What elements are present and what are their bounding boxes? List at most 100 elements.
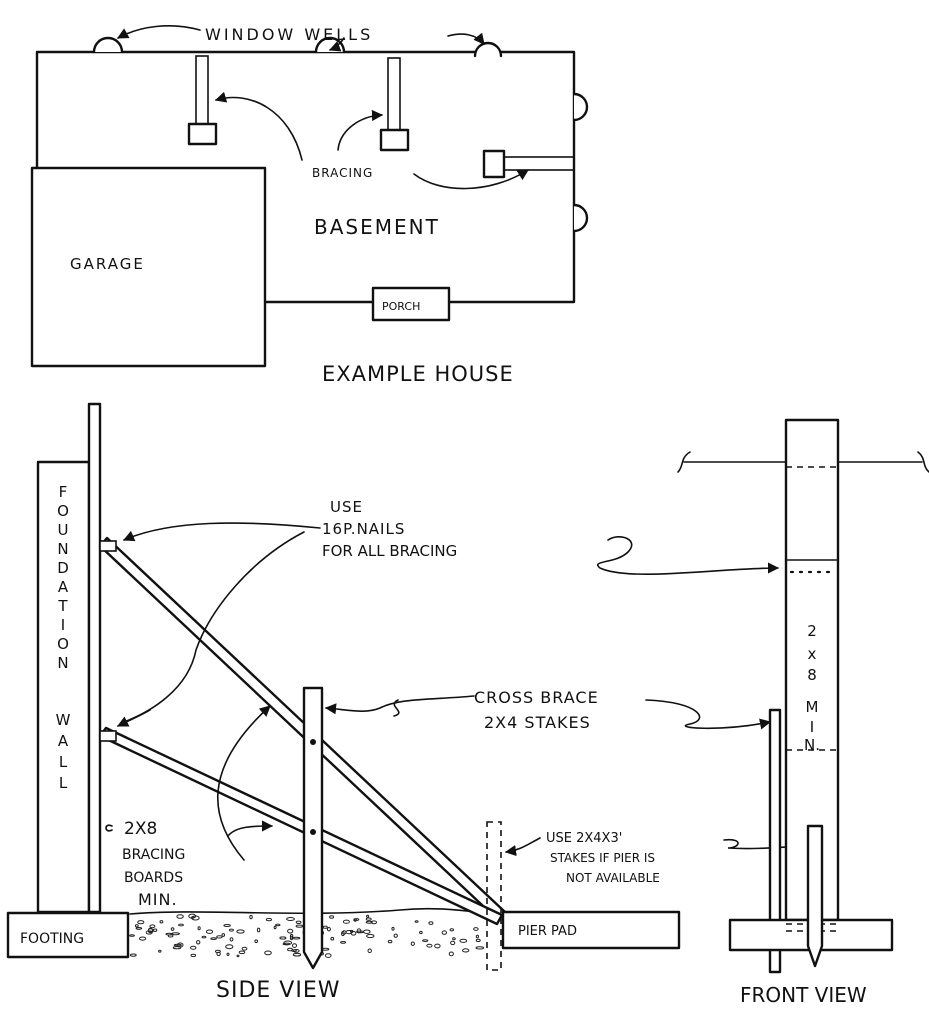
window-well-4	[572, 92, 589, 122]
post-letter: 2	[807, 622, 817, 640]
ground-speck	[265, 918, 272, 922]
ground-speck	[216, 935, 223, 939]
bracing-3	[482, 149, 575, 179]
ground-speck	[254, 939, 259, 944]
ground-speck	[286, 917, 295, 921]
cross-brace-stake	[302, 686, 324, 970]
ground-speck	[452, 937, 456, 941]
wall-letter: I	[61, 616, 65, 634]
ground-speck	[326, 927, 331, 932]
ground-speck	[449, 928, 454, 932]
ground-speck	[197, 926, 201, 931]
ground-speck	[459, 938, 468, 943]
ground-speck	[221, 933, 226, 937]
ground-speck	[428, 921, 434, 925]
ground-speck	[178, 923, 184, 927]
ground-speck	[363, 929, 371, 934]
bracing-1	[187, 55, 218, 146]
ground-speck	[229, 937, 234, 942]
ground-speck	[223, 924, 231, 927]
ground-speck	[236, 929, 245, 934]
ground-speck	[134, 924, 139, 928]
bracing-boards-squiggle	[105, 824, 113, 832]
ground-texture	[129, 907, 501, 958]
foundation-wall	[36, 460, 91, 914]
ground-speck	[249, 914, 253, 920]
wall-letter: L	[59, 774, 68, 792]
nails-note-line-1: USE	[330, 498, 363, 516]
wall-letter: A	[58, 732, 69, 750]
ground-speck	[419, 930, 423, 935]
wall-letter: W	[56, 711, 71, 729]
ground-speck	[475, 934, 479, 939]
stakes-note-line-2: STAKES IF PIER IS	[550, 851, 655, 865]
stakes-arrow-left	[504, 837, 541, 857]
post-letter: I	[810, 718, 814, 736]
nails-note-squiggle	[393, 699, 400, 717]
wall-letter: T	[57, 597, 68, 615]
wall-letter: A	[58, 578, 69, 596]
ground-speck	[241, 946, 248, 951]
front-cross-brace-stake	[768, 708, 782, 974]
ground-speck	[448, 951, 454, 957]
post-letter: N.	[804, 736, 820, 754]
ground-speck	[365, 920, 373, 924]
nails-note-line-2: 16P.NAILS	[322, 520, 405, 538]
ground-speck	[190, 945, 197, 950]
ground-speck	[226, 952, 230, 956]
pier-pad	[501, 910, 681, 950]
ground-speck	[441, 930, 447, 935]
ground-speck	[205, 929, 214, 934]
stake-nail-lower	[310, 829, 316, 835]
ground-speck	[450, 940, 456, 946]
ground-speck	[353, 918, 357, 922]
ground-speck	[341, 931, 345, 937]
nails-arrow-lower-tip	[116, 709, 151, 727]
basement-label: BASEMENT	[314, 215, 440, 239]
wall-vertical-board	[87, 402, 102, 914]
cross-brace-note-line-1: CROSS BRACE	[474, 688, 599, 707]
cross-brace-arrow-right	[645, 699, 772, 730]
ground-speck	[159, 920, 164, 924]
footing	[6, 911, 130, 959]
ground-speck	[366, 914, 370, 918]
wall-letter: L	[59, 753, 68, 771]
ground-speck	[324, 953, 332, 958]
ground-speck	[256, 927, 261, 933]
ground-speck	[190, 953, 197, 958]
ground-speck	[393, 933, 398, 938]
wall-letter: O	[57, 635, 69, 653]
ground-line	[129, 907, 501, 915]
bracing-label: BRACING	[312, 166, 373, 180]
ground-speck	[176, 914, 184, 919]
ground-speck	[165, 932, 173, 936]
ground-speck	[176, 942, 184, 948]
bracing-boards-note-line-1: 2X8	[124, 819, 157, 839]
ground-speck	[414, 920, 419, 923]
ground-speck	[462, 948, 470, 953]
ground-speck	[139, 936, 147, 941]
ground-speck	[475, 946, 485, 950]
bracing-boards-note-line-4: MIN.	[138, 890, 178, 909]
ground-speck	[295, 924, 304, 928]
ground-speck	[330, 936, 335, 941]
post-letter: x	[808, 645, 817, 663]
house-plan: WINDOW WELLS BRACING BASEMENT GARAGE POR…	[30, 25, 589, 386]
ground-speck	[129, 934, 135, 937]
nails-arrow-front	[597, 536, 780, 575]
ground-speck	[410, 941, 415, 946]
front-view-caption: FRONT VIEW	[740, 983, 867, 1007]
ground-speck	[293, 949, 300, 953]
ground-speck	[426, 943, 433, 948]
ground-speck	[170, 927, 175, 931]
bracing-arrow-right	[413, 169, 529, 190]
ground-speck	[196, 940, 201, 945]
post-letter: M	[806, 698, 819, 716]
ground-speck	[292, 943, 297, 948]
ground-speck	[236, 954, 240, 958]
ground-speck	[210, 937, 217, 940]
